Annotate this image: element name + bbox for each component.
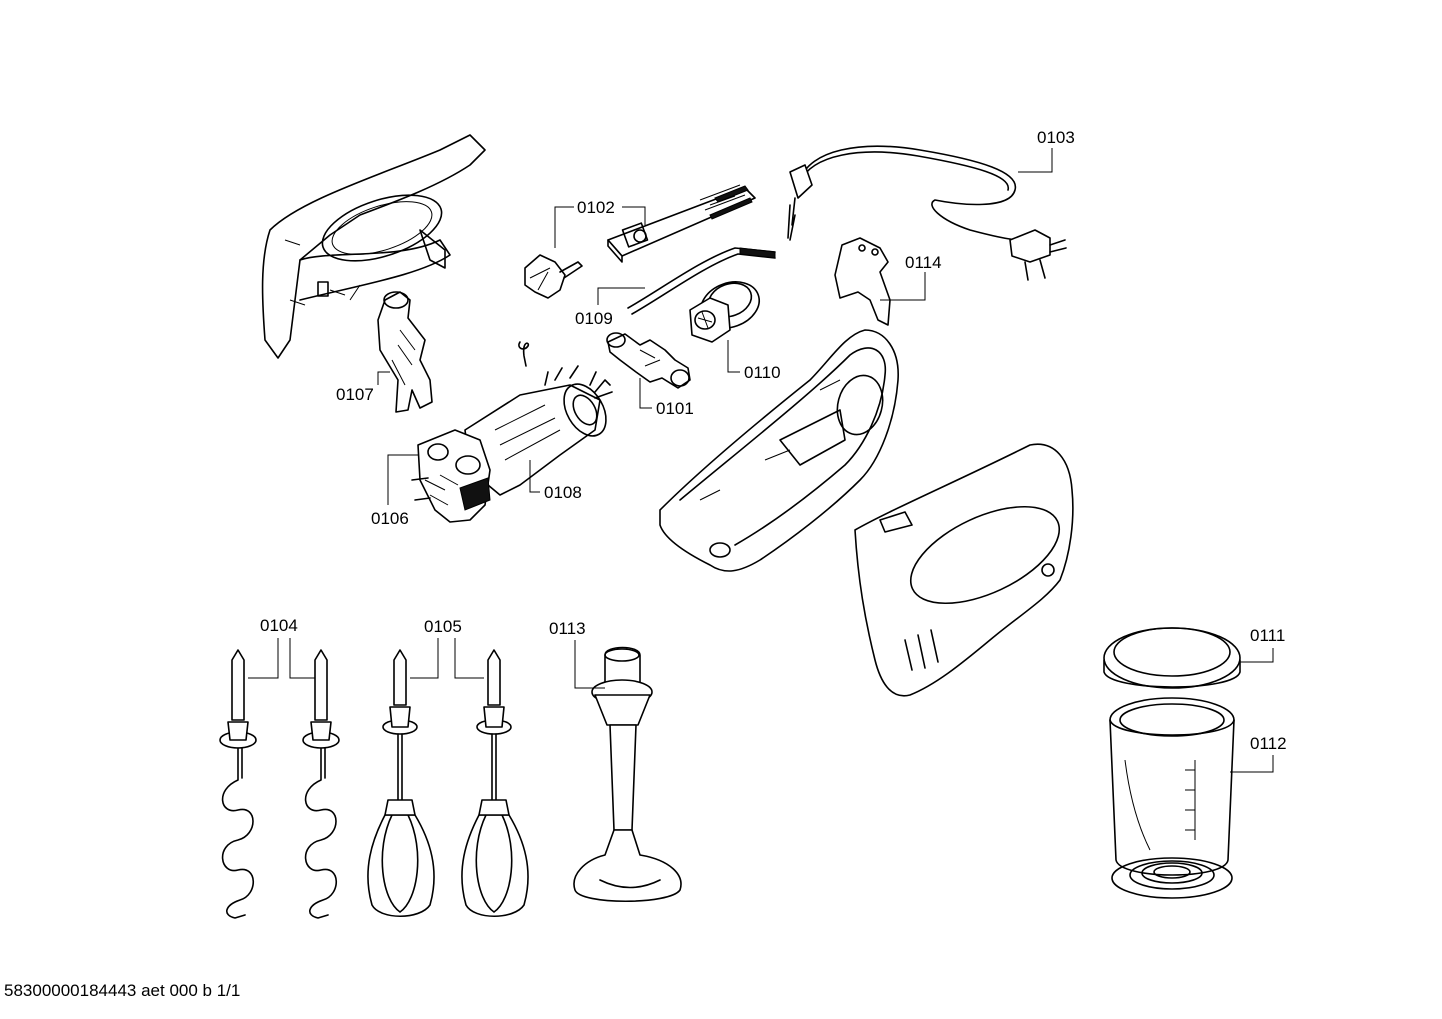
bowl-lid: [1103, 627, 1241, 689]
lower-housing-shell: [659, 329, 899, 572]
callout-0113: 0113: [549, 619, 586, 638]
dough-hook-right: [302, 649, 340, 919]
callout-0109: 0109: [575, 309, 613, 328]
motor-assembly: [411, 365, 613, 523]
switch-assembly: [524, 254, 583, 299]
cover-plate: [834, 237, 891, 326]
blender-wand: [573, 646, 682, 903]
switch-slide: [377, 291, 433, 413]
beaker-bowl: [1109, 697, 1235, 899]
callout-0104: 0104: [260, 616, 298, 635]
whisk-right: [461, 649, 529, 917]
callout-0102: 0102: [577, 198, 615, 217]
callout-0108: 0108: [544, 483, 582, 502]
callout-0101: 0101: [656, 399, 694, 418]
callout-0110: 0110: [744, 363, 781, 382]
callout-0111: 0111: [1250, 626, 1285, 645]
drive-coupling: [689, 281, 760, 343]
callout-0105: 0105: [424, 617, 462, 636]
motor-bracket: [606, 332, 691, 389]
callout-0112: 0112: [1250, 734, 1287, 753]
whisk-left: [367, 649, 435, 917]
leader-lines: [248, 148, 1274, 773]
callout-0114: 0114: [905, 253, 942, 272]
document-code: 58300000184443 aet 000 b 1/1: [4, 981, 241, 1000]
circuit-board: [607, 184, 756, 263]
dough-hook-left: [219, 649, 257, 919]
power-cord: [787, 145, 1067, 281]
callout-0103: 0103: [1037, 128, 1075, 147]
front-housing: [854, 443, 1074, 697]
callout-0106: 0106: [371, 509, 409, 528]
spring-clip: [518, 341, 530, 367]
internal-cable: [627, 247, 776, 315]
callout-0107: 0107: [336, 385, 374, 404]
upper-housing-shell: [261, 134, 486, 359]
